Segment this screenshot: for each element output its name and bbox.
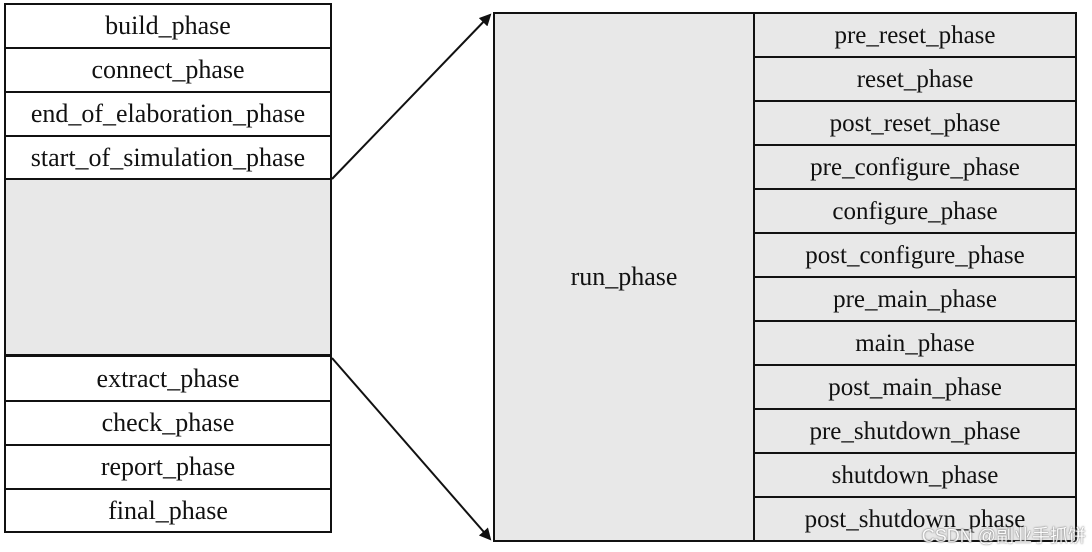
phase-label: build_phase xyxy=(105,11,231,40)
phase-label: check_phase xyxy=(101,408,235,437)
watermark: CSDN @副业手抓饼 xyxy=(921,526,1086,546)
sub-phase-box-main: main_phase xyxy=(753,320,1077,366)
sub-phase-label: post_configure_phase xyxy=(805,241,1025,269)
phase-label: end_of_elaboration_phase xyxy=(30,99,306,128)
run-phase-slot xyxy=(4,178,332,356)
sub-phase-box-reset: reset_phase xyxy=(753,56,1077,102)
sub-phase-box-configure: configure_phase xyxy=(753,188,1077,234)
run-phase-label: run_phase xyxy=(570,262,678,291)
sub-phase-label: post_shutdown_phase xyxy=(804,505,1026,533)
phase-box-end-of-elaboration: end_of_elaboration_phase xyxy=(4,91,332,137)
phase-label: extract_phase xyxy=(96,363,240,393)
sub-phase-box-pre-shutdown: pre_shutdown_phase xyxy=(753,408,1077,454)
arrow-bottom xyxy=(331,357,492,541)
phase-label: report_phase xyxy=(100,452,236,481)
phase-box-build: build_phase xyxy=(4,3,332,49)
sub-phase-label: pre_reset_phase xyxy=(834,21,996,49)
sub-phase-box-post-main: post_main_phase xyxy=(753,364,1077,410)
sub-phase-box-post-reset: post_reset_phase xyxy=(753,100,1077,146)
sub-phase-box-post-configure: post_configure_phase xyxy=(753,232,1077,278)
sub-phase-box-pre-main: pre_main_phase xyxy=(753,276,1077,322)
sub-phase-box-post-shutdown: post_shutdown_phase xyxy=(753,496,1077,542)
sub-phase-label: pre_configure_phase xyxy=(810,153,1020,181)
phase-label: connect_phase xyxy=(91,55,245,84)
sub-phase-box-pre-configure: pre_configure_phase xyxy=(753,144,1077,190)
sub-phase-label: main_phase xyxy=(855,329,975,357)
sub-phase-label: reset_phase xyxy=(856,65,974,93)
sub-phase-label: shutdown_phase xyxy=(831,461,999,489)
phase-box-extract: extract_phase xyxy=(4,355,332,402)
arrow-top xyxy=(331,13,492,180)
sub-phase-label: pre_shutdown_phase xyxy=(809,417,1021,445)
sub-phase-box-pre-reset: pre_reset_phase xyxy=(753,12,1077,58)
run-phase-box: run_phase xyxy=(493,12,755,542)
sub-phase-label: post_main_phase xyxy=(828,373,1002,401)
phase-box-start-of-simulation: start_of_simulation_phase xyxy=(4,135,332,180)
phase-label: start_of_simulation_phase xyxy=(30,142,306,172)
sub-phase-box-shutdown: shutdown_phase xyxy=(753,452,1077,498)
phase-label: final_phase xyxy=(108,495,228,525)
sub-phase-label: post_reset_phase xyxy=(829,109,1001,137)
sub-phase-label: configure_phase xyxy=(832,197,998,225)
sub-phase-label: pre_main_phase xyxy=(833,285,997,313)
phase-box-final: final_phase xyxy=(4,488,332,533)
